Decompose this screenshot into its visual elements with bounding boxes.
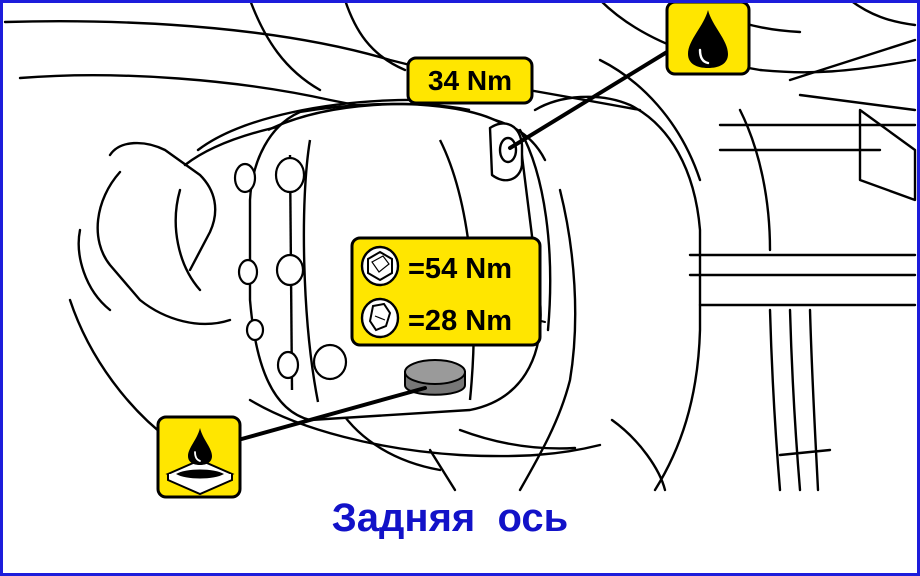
torque-spec-box: =54 Nm =28 Nm xyxy=(350,236,542,347)
diagram-caption: Задняя ось xyxy=(331,496,569,540)
torque-54-text: =54 Nm xyxy=(408,253,512,285)
drain-plug xyxy=(404,359,466,396)
oil-drain-icon xyxy=(156,415,242,499)
cover-bolts xyxy=(233,156,348,381)
torque-label-34: 34 Nm xyxy=(406,56,534,105)
hex-bolt-icon xyxy=(360,245,400,287)
torque-28-text: =28 Nm xyxy=(408,305,512,337)
torque-34-text: 34 Nm xyxy=(428,65,512,96)
torx-bolt-icon xyxy=(360,297,400,339)
